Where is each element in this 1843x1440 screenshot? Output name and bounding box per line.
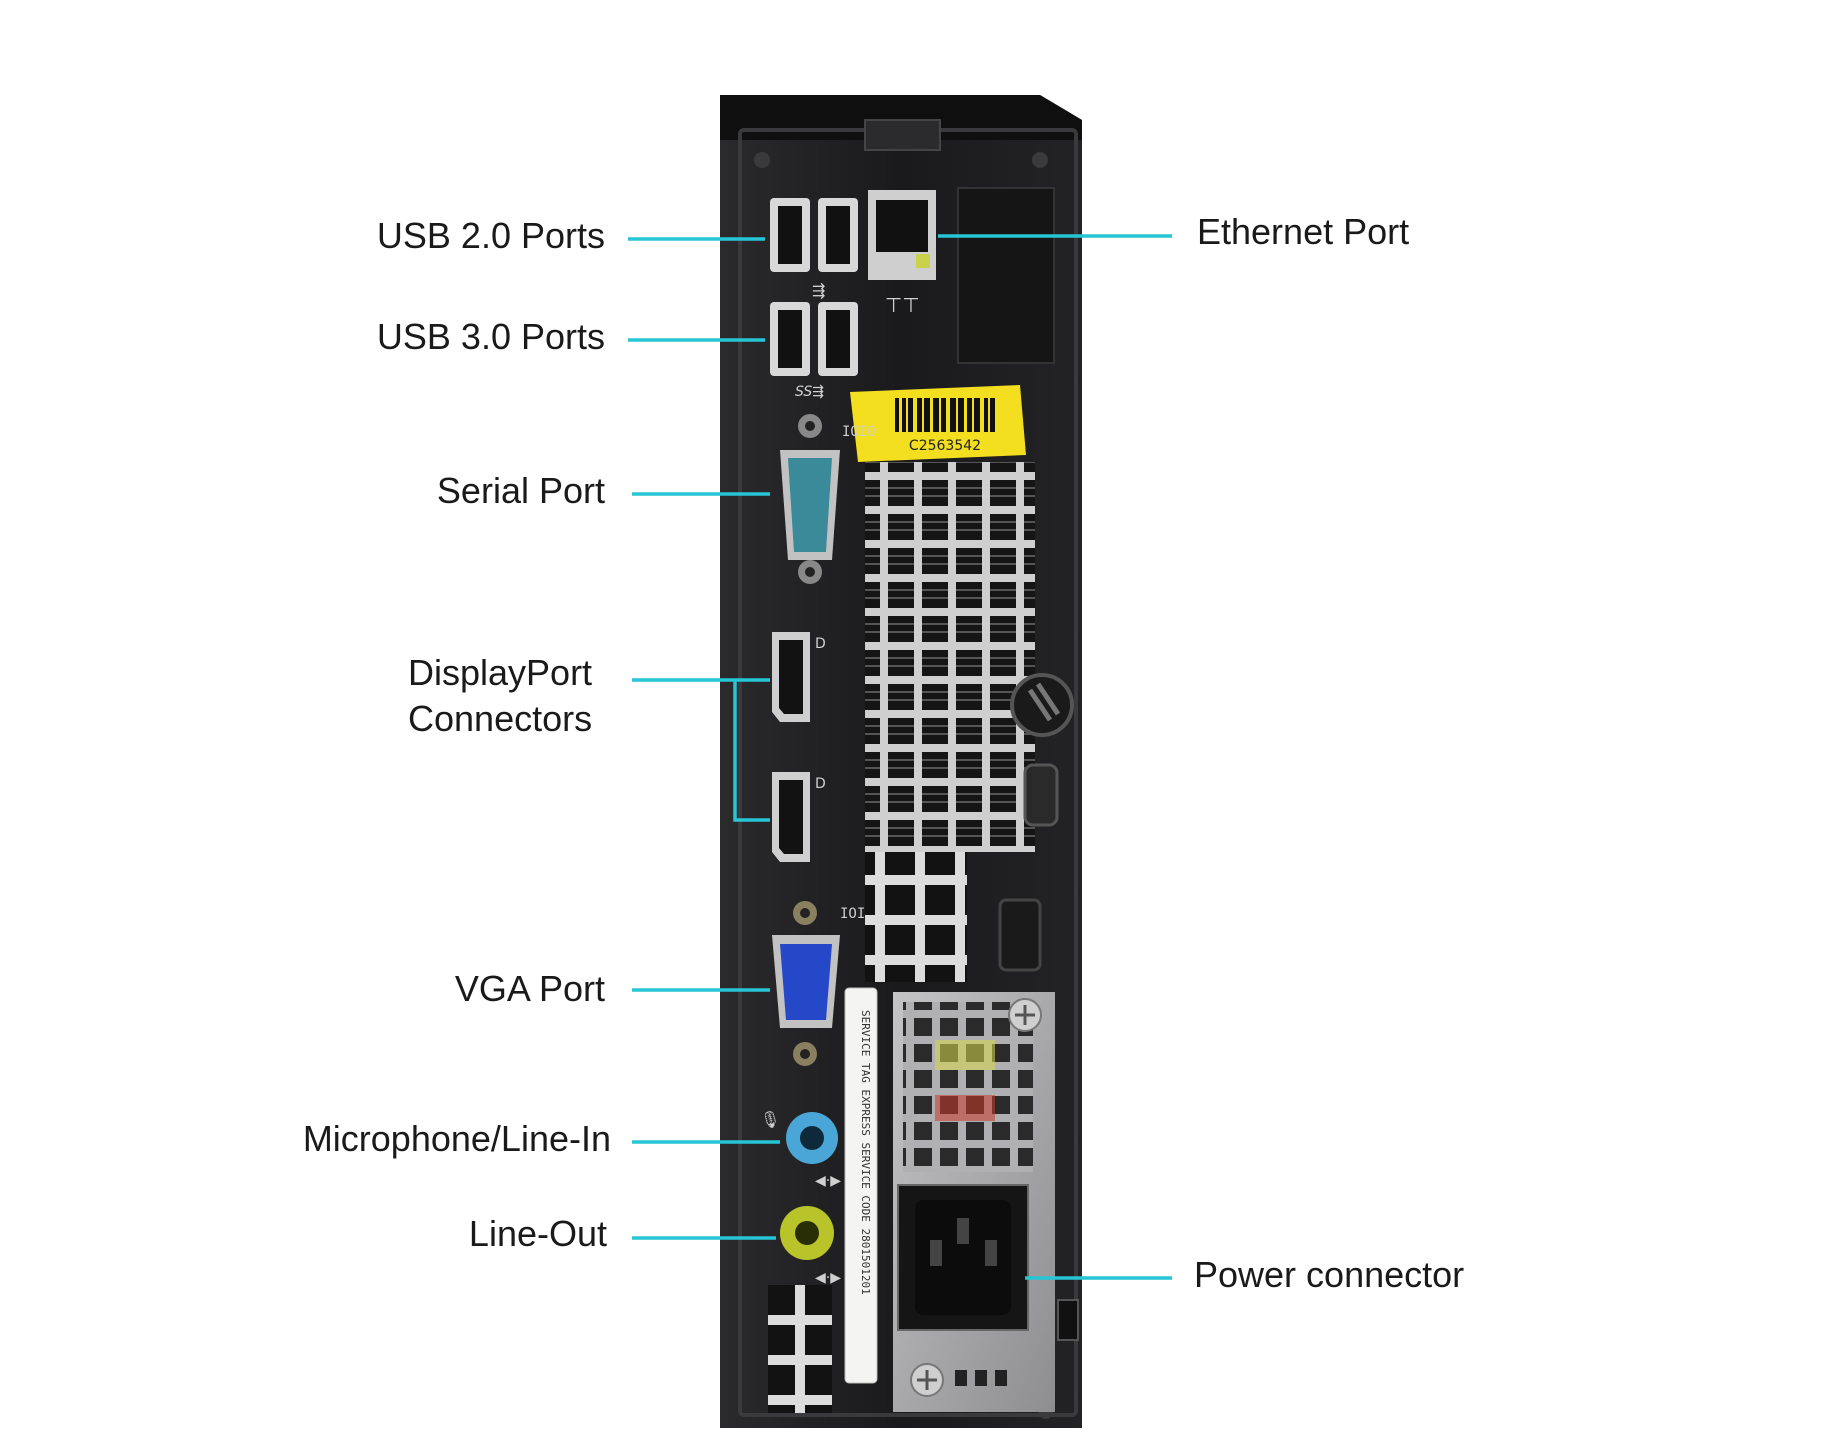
label-mic: Microphone/Line-In [302,1118,611,1159]
usb3-ports: SS⇶ [770,302,858,400]
vent-grille-bottom-left [768,1285,832,1413]
label-displayport: DisplayPort Connectors [408,650,592,742]
label-ethernet: Ethernet Port [1197,211,1410,252]
vga-port: IOI [772,901,865,1066]
expansion-slot-cover [957,187,1055,364]
top-latch [864,119,941,151]
vga-insulator [780,944,832,1020]
padlock-ring [998,673,1074,972]
vent-grille-lower [865,852,967,982]
usb3-port-2-slot [826,310,850,368]
psu-vent [903,1002,1033,1172]
microphone-icon: 🎙 [760,1110,780,1129]
psu-red-wires [935,1095,995,1121]
label-displayport-line1: DisplayPort [408,652,593,693]
label-serial: Serial Port [436,470,605,511]
power-pin-ground [957,1218,969,1244]
audio-jacks: 🎙 ◀·▶ ◀·▶ [760,1110,841,1286]
ethernet-led [916,254,930,268]
leader-displayport-branch [733,680,770,822]
kensington-slot [1057,1299,1079,1341]
displayport-2-icon: D [815,776,826,792]
label-usb2: USB 2.0 Ports [376,215,605,256]
asset-tag-sticker: C2563542 [850,385,1026,462]
power-pin-left [930,1240,942,1266]
screw-top-right [1032,152,1048,168]
label-displayport-line2: Connectors [408,698,593,739]
barcode-icon [895,398,995,432]
network-icon: ⊤⊤ [885,293,920,317]
serial-port: IOIO [780,414,876,584]
serial-insulator [788,458,832,552]
usb2-ports: ⇶ [770,198,858,300]
usb-symbol-icon: ⇶ [812,281,825,300]
line-in-icon: ◀·▶ [815,1173,841,1189]
vga-icon: IOI [840,906,865,922]
displayport-connectors: D D [772,632,826,862]
psu-yellow-wires [935,1040,995,1070]
label-usb3: USB 3.0 Ports [376,316,605,357]
service-tag-text: SERVICE TAG EXPRESS SERVICE CODE 2801501… [859,1010,872,1295]
service-tag-sticker: SERVICE TAG EXPRESS SERVICE CODE 2801501… [844,987,878,1384]
label-power: Power connector [1194,1254,1465,1295]
ethernet-socket [876,200,928,252]
asset-tag-number: C2563542 [909,438,981,454]
vent-grille-upper [865,462,1035,852]
serial-icon: IOIO [842,424,876,440]
usb2-port-1-slot [778,206,802,264]
screw-top-left [754,152,770,168]
ethernet-port: ⊤⊤ [868,187,1055,364]
displayport-1-icon: D [815,636,826,652]
usb3-port-1-slot [778,310,802,368]
power-pin-right [985,1240,997,1266]
security-slot [998,898,1042,972]
power-supply [893,992,1079,1412]
leader-lines [628,234,1172,1280]
usb3-superspeed-icon: SS⇶ [795,384,824,400]
label-vga: VGA Port [454,968,605,1009]
label-lineout: Line-Out [468,1213,607,1254]
usb2-port-2-slot [826,206,850,264]
line-out-icon: ◀·▶ [815,1270,841,1286]
